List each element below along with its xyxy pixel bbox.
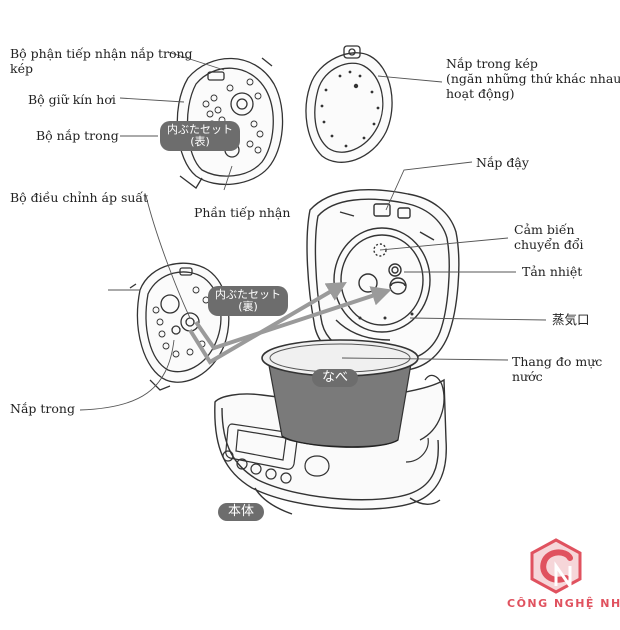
inner-lid-back bbox=[129, 262, 230, 391]
label-switch-sensor: Cảm biến chuyển đổi bbox=[514, 222, 584, 252]
label-steam-vent: 蒸気口 bbox=[552, 312, 590, 327]
label-pressure-regulator: Bộ điều chỉnh áp suất bbox=[10, 190, 149, 205]
tag-line: 内ぶたセット bbox=[215, 288, 281, 301]
label-line: Thang đo mực bbox=[512, 354, 603, 369]
arrow-lid-to-vent bbox=[194, 286, 392, 351]
label-heat-sink: Tản nhiệt bbox=[522, 264, 583, 279]
tag-line: (表) bbox=[190, 135, 210, 148]
label-line: nước bbox=[512, 369, 543, 384]
brand-name: CÔNG NGHỆ NHẬT bbox=[507, 597, 620, 610]
label-line: (ngăn những thứ khác nhau bbox=[446, 71, 620, 86]
double-inner-lid-holes bbox=[320, 70, 380, 148]
label-steam-seal: Bộ giữ kín hơi bbox=[28, 92, 116, 107]
label-line: Cảm biến bbox=[514, 222, 575, 237]
label-double-inner-lid: Nắp trong kép (ngăn những thứ khác nhau … bbox=[446, 56, 620, 101]
label-line: Bộ phận tiếp nhận nắp trong bbox=[10, 46, 193, 61]
tag-inner-lid-back: 内ぶたセット (裏) bbox=[208, 286, 288, 316]
leader-lines bbox=[79, 51, 547, 411]
label-inner-lid-set: Bộ nắp trong bbox=[36, 128, 119, 143]
label-line: Nắp trong kép bbox=[446, 56, 538, 71]
side-handle bbox=[419, 374, 445, 441]
label-inner-lid: Nắp trong bbox=[10, 401, 75, 416]
arrow-lid-to-heatsink bbox=[188, 281, 347, 365]
label-line: chuyển đổi bbox=[514, 237, 584, 252]
cn-hexagon-logo-icon bbox=[530, 538, 582, 594]
inner-pot bbox=[261, 339, 419, 448]
tag-line: (裏) bbox=[238, 300, 258, 313]
lid-dots bbox=[358, 312, 414, 320]
tag-inner-lid-front: 内ぶたセット (表) bbox=[160, 121, 240, 151]
tag-body: 本体 bbox=[218, 503, 265, 521]
label-water-level-scale: Thang đo mực nước bbox=[512, 354, 602, 384]
control-panel bbox=[222, 423, 330, 484]
label-outer-lid: Nắp đậy bbox=[476, 155, 529, 170]
assembly-arrows bbox=[188, 281, 392, 365]
double-inner-lid bbox=[305, 45, 393, 163]
label-line: kép bbox=[10, 61, 33, 76]
open-outer-lid bbox=[306, 189, 460, 371]
label-line: hoạt động) bbox=[446, 86, 515, 101]
tag-pot: なべ bbox=[312, 369, 359, 387]
inner-lid-back-holes bbox=[152, 286, 210, 358]
label-inner-lid-receiver: Bộ phận tiếp nhận nắp trong kép bbox=[10, 46, 193, 76]
label-receiver: Phần tiếp nhận bbox=[194, 205, 291, 220]
tag-line: 内ぶたセット bbox=[167, 123, 233, 136]
